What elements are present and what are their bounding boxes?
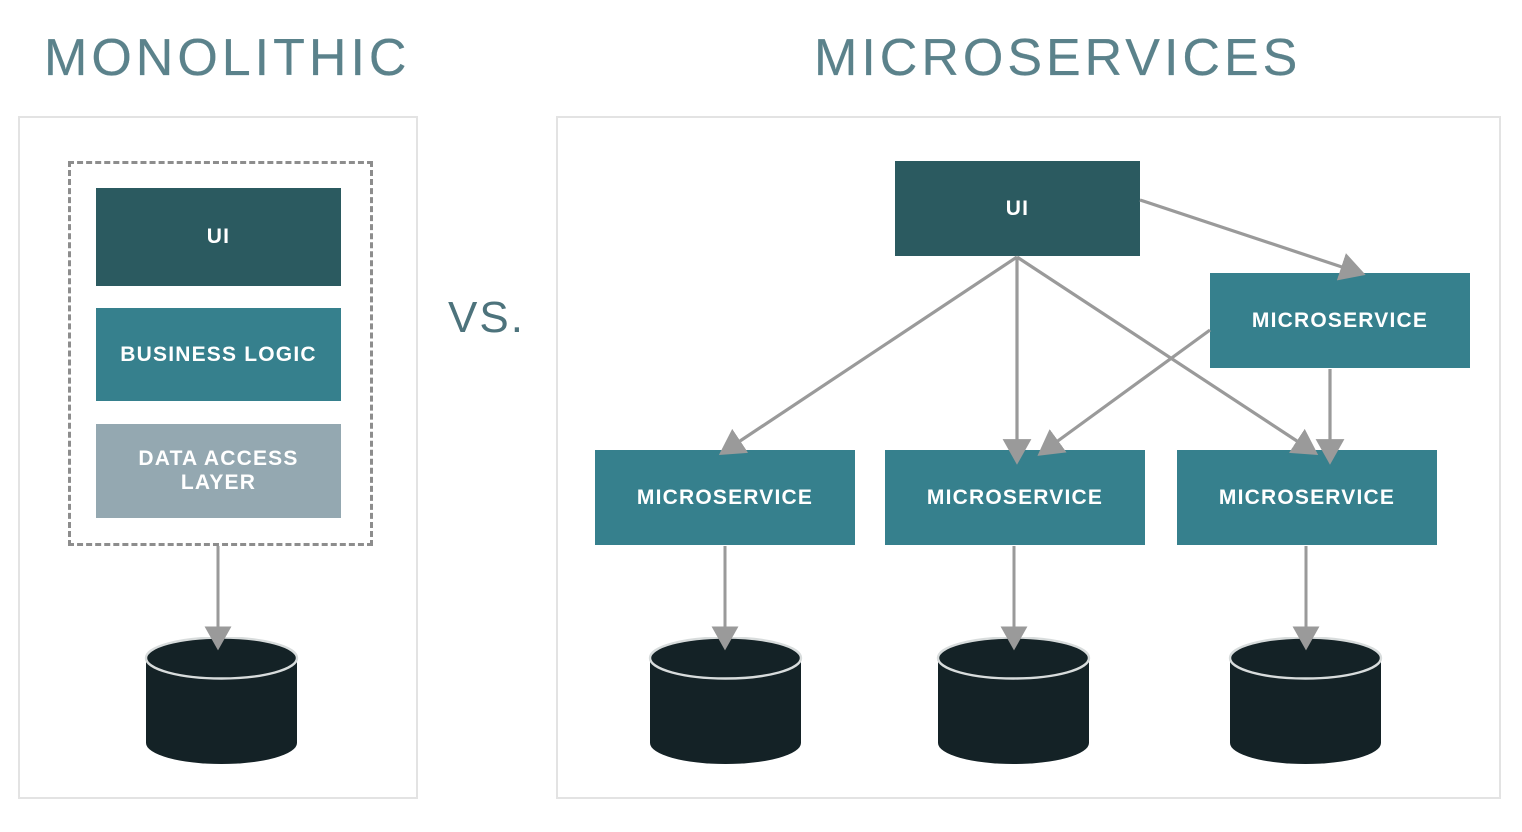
monolithic-title: MONOLITHIC xyxy=(44,29,411,87)
microservices-ui-box[interactable]: UI xyxy=(895,161,1140,256)
monolith-database-icon xyxy=(144,636,299,765)
microservice-database-icon-3 xyxy=(1228,636,1383,765)
monolith-ui-box[interactable]: UI xyxy=(96,188,341,286)
monolith-business-logic-box[interactable]: BUSINESS LOGIC xyxy=(96,308,341,401)
microservice-database-icon-1 xyxy=(648,636,803,765)
microservice-box-3[interactable]: MICROSERVICE xyxy=(1177,450,1437,545)
microservice-box-1[interactable]: MICROSERVICE xyxy=(595,450,855,545)
microservice-box-2[interactable]: MICROSERVICE xyxy=(885,450,1145,545)
versus-label: VS. xyxy=(448,293,525,342)
microservices-title: MICROSERVICES xyxy=(814,29,1302,87)
microservice-top-box[interactable]: MICROSERVICE xyxy=(1210,273,1470,368)
monolith-boundary xyxy=(68,161,373,546)
microservice-database-icon-2 xyxy=(936,636,1091,765)
monolith-data-access-layer-box[interactable]: DATA ACCESS LAYER xyxy=(96,424,341,518)
